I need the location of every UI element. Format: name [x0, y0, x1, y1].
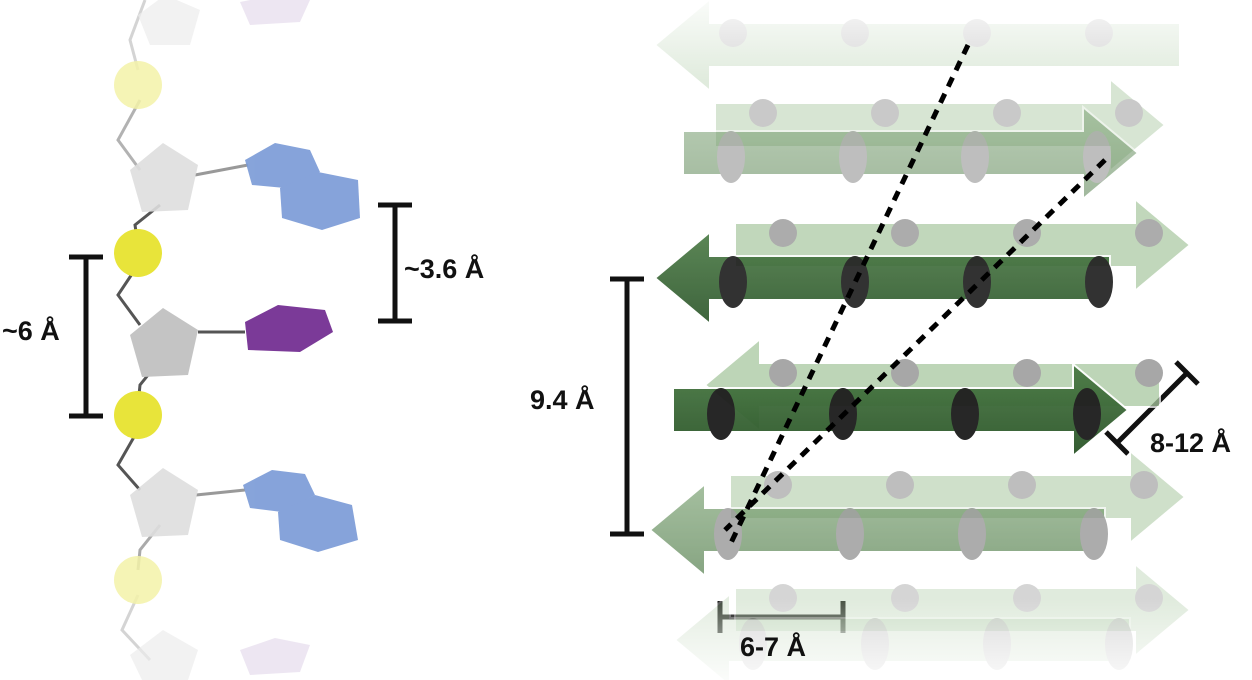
phosphate-3 [114, 391, 162, 439]
dotted-guide-1 [727, 43, 971, 547]
purine-base-2 [243, 470, 358, 552]
phosphate-2 [114, 229, 162, 277]
sugar-bottom-faded [130, 630, 198, 680]
nucleic-acid-backbone [114, 0, 360, 680]
sugar-top-faded [138, 0, 200, 45]
sheet-spacing-label: 8-12 Å [1150, 428, 1232, 458]
phosphate-spacing-label: ~6 Å [2, 316, 60, 346]
base-top-faded [240, 0, 310, 25]
sugar-3 [130, 468, 198, 537]
phosphate-1 [114, 61, 162, 109]
base-bottom-faded [240, 638, 310, 675]
dotted-guide-2 [723, 158, 1107, 532]
phosphate-4 [114, 556, 162, 604]
unpaired-base [245, 305, 333, 352]
phosphate-spacing-bar [69, 254, 103, 419]
base-spacing-label: ~3.6 Å [404, 254, 485, 284]
base-spacing-bar [378, 202, 412, 324]
strand-repeat-label: 9.4 Å [530, 385, 595, 415]
sugar-1 [130, 143, 198, 212]
residue-spacing-label: 6-7 Å [740, 632, 807, 662]
strand-repeat-bar [610, 276, 644, 537]
dotted-guides [723, 43, 1107, 547]
sugar-2 [130, 308, 198, 377]
purine-base-1 [245, 143, 360, 230]
